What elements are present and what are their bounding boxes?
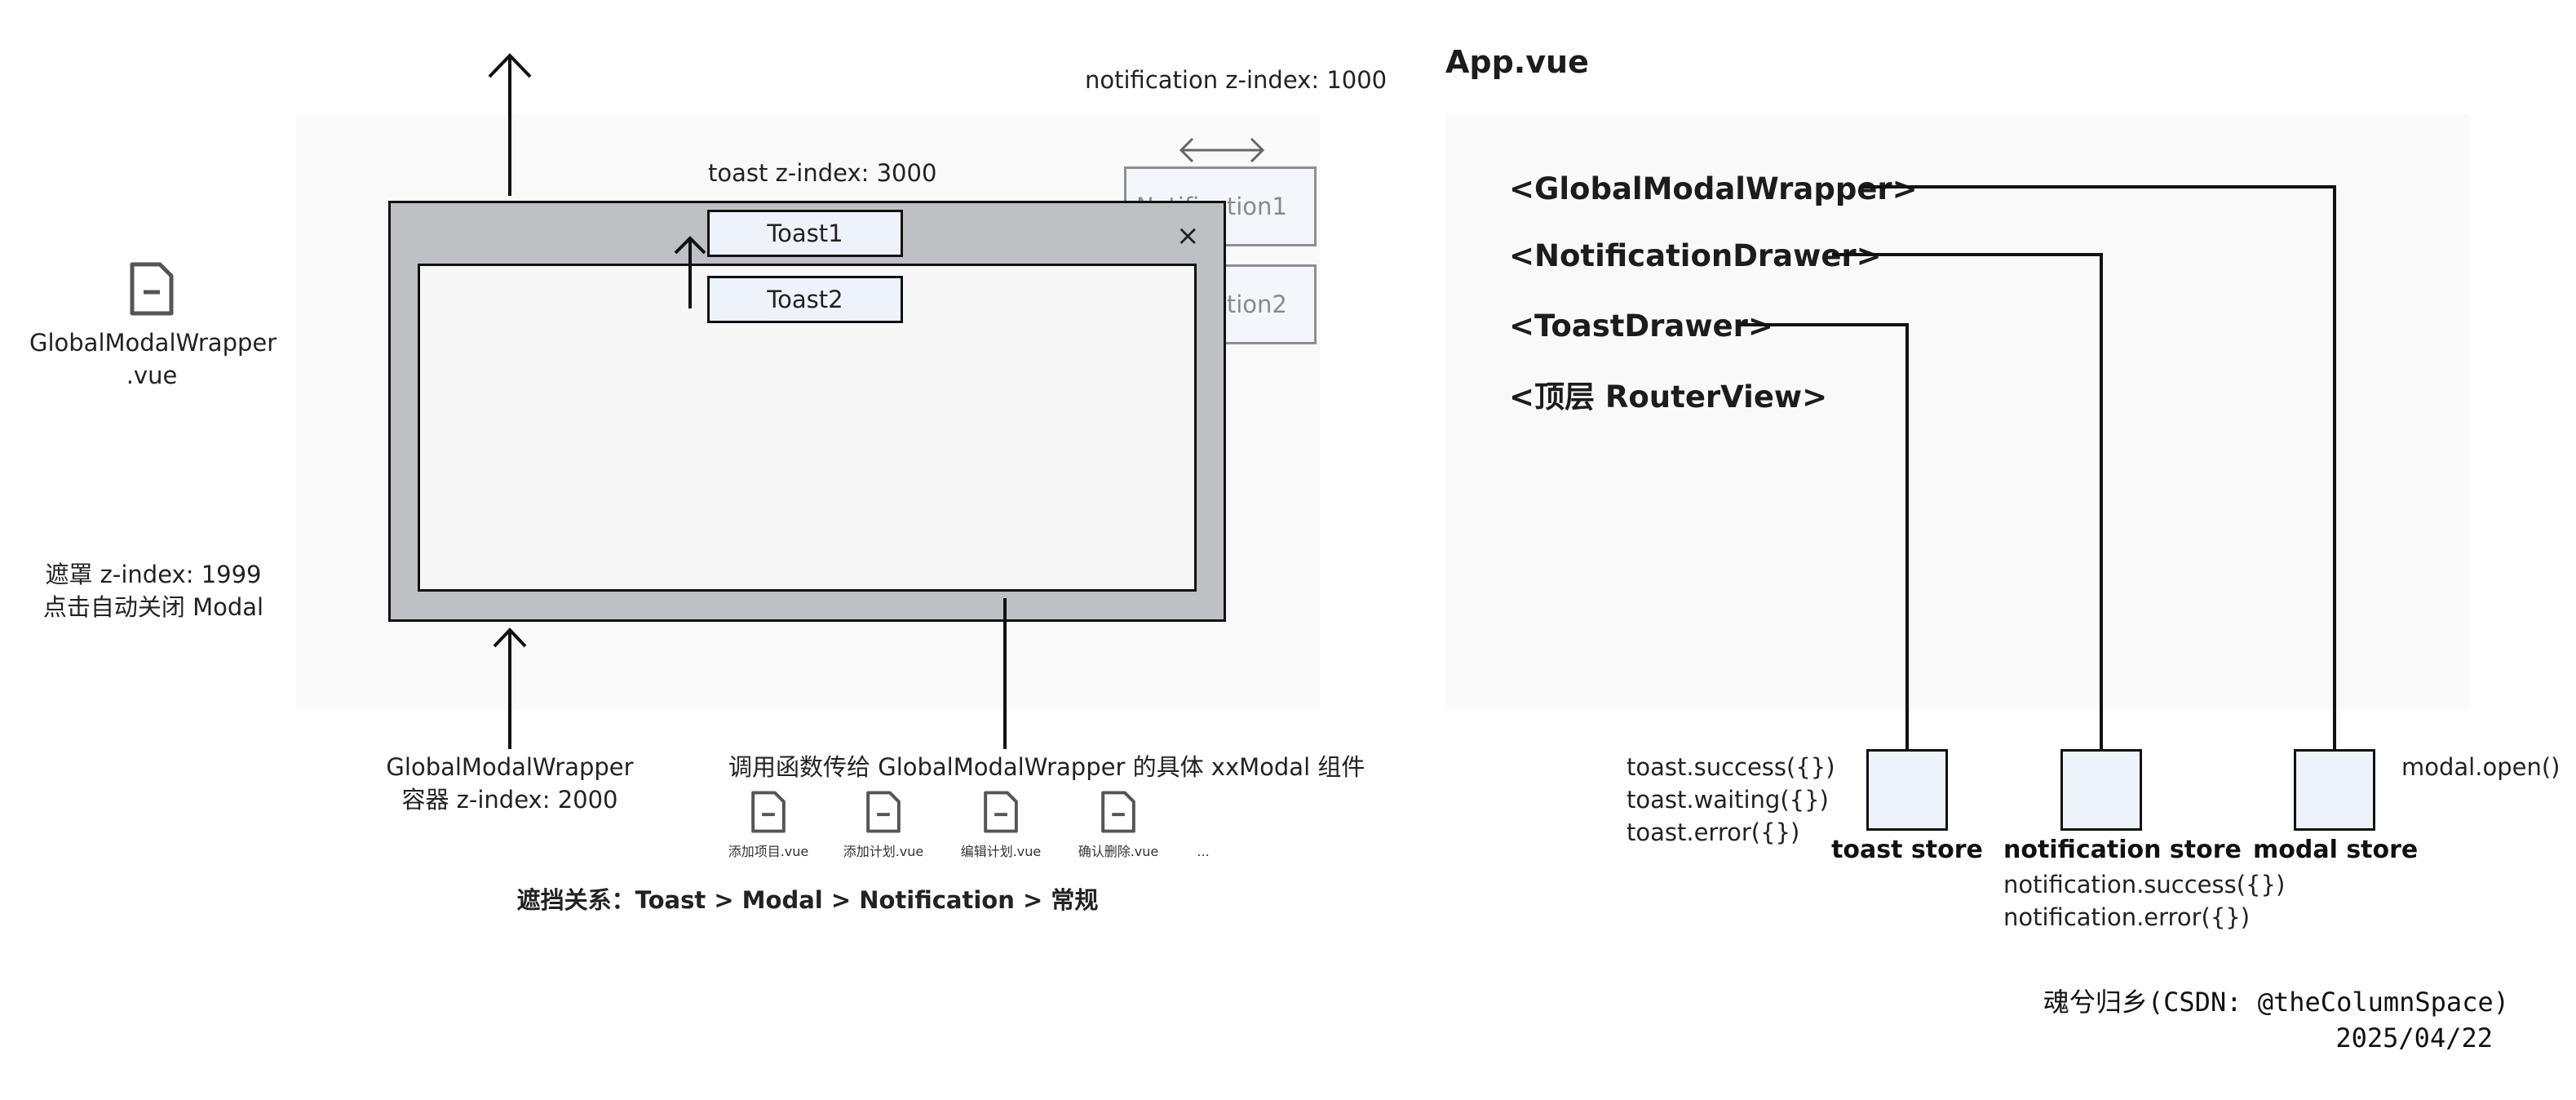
- file-name-label: GlobalModalWrapper: [29, 329, 277, 357]
- modal-store-box[interactable]: [2294, 749, 2375, 831]
- vue-file-icon: [1100, 790, 1136, 834]
- modal-file-label: ...: [1197, 844, 1210, 859]
- vue-file-icon: [983, 790, 1019, 834]
- notification-store-label: notification store: [2003, 836, 2242, 864]
- up-arrow-icon: [493, 628, 527, 749]
- file-name-label: .vue: [126, 361, 178, 389]
- toast-store-connector: [1741, 323, 1909, 749]
- notification-method: notification.error({}): [2003, 903, 2251, 931]
- toast-store-label: toast store: [1831, 836, 1983, 864]
- modal-file-label: 添加计划.vue: [843, 844, 924, 859]
- component-toast-drawer: <ToastDrawer>: [1509, 308, 1773, 344]
- mask-close-label: 点击自动关闭 Modal: [42, 593, 264, 621]
- notification-z-index-label: notification z-index: 1000: [1085, 66, 1388, 94]
- xxmodal-description: 调用函数传给 GlobalModalWrapper 的具体 xxModal 组件: [728, 753, 1365, 781]
- close-icon[interactable]: ×: [1176, 220, 1200, 252]
- vue-file-icon: [865, 790, 901, 834]
- vue-file-icon: [129, 261, 175, 317]
- modal-method: modal.open(): [2401, 753, 2561, 781]
- modal-file-label: 添加项目.vue: [728, 844, 809, 859]
- toast-method: toast.success({}): [1627, 753, 1835, 781]
- double-arrow-icon: [1179, 137, 1265, 163]
- container-z-index-label: 容器 z-index: 2000: [401, 786, 618, 814]
- up-arrow-icon: [674, 236, 706, 308]
- date-label: 2025/04/22: [2335, 1022, 2493, 1053]
- component-notification-drawer: <NotificationDrawer>: [1509, 238, 1882, 273]
- notification-method: notification.success({}): [2003, 871, 2286, 898]
- modal-file-label: 编辑计划.vue: [960, 844, 1042, 859]
- notification-store-box[interactable]: [2060, 749, 2142, 831]
- mask-z-index-label: 遮罩 z-index: 1999: [45, 561, 262, 588]
- modal-store-label: modal store: [2253, 836, 2419, 864]
- toast-z-index-label: toast z-index: 3000: [708, 159, 937, 187]
- container-label: GlobalModalWrapper: [386, 753, 634, 781]
- toast-method: toast.error({}): [1627, 818, 1800, 846]
- vue-file-icon: [750, 790, 786, 834]
- up-arrow-icon: [488, 53, 532, 196]
- app-vue-title: App.vue: [1445, 44, 1589, 80]
- toast-item[interactable]: Toast2: [707, 276, 903, 323]
- author-signature: 魂兮归乡(CSDN: @theColumnSpace): [2043, 987, 2509, 1018]
- component-global-modal-wrapper: <GlobalModalWrapper>: [1509, 171, 1918, 206]
- right-panel-background: [1445, 114, 2469, 710]
- modal-file-label: 确认删除.vue: [1078, 844, 1159, 859]
- notification-store-connector: [1832, 253, 2103, 749]
- component-router-view: <顶层 RouterView>: [1509, 379, 1828, 415]
- modal-store-connector: [1860, 185, 2336, 749]
- toast-method: toast.waiting({}): [1627, 786, 1829, 814]
- toast-store-box[interactable]: [1866, 749, 1948, 831]
- toast-item[interactable]: Toast1: [707, 210, 903, 257]
- occlusion-order-label: 遮挡关系：Toast > Modal > Notification > 常规: [516, 886, 1099, 914]
